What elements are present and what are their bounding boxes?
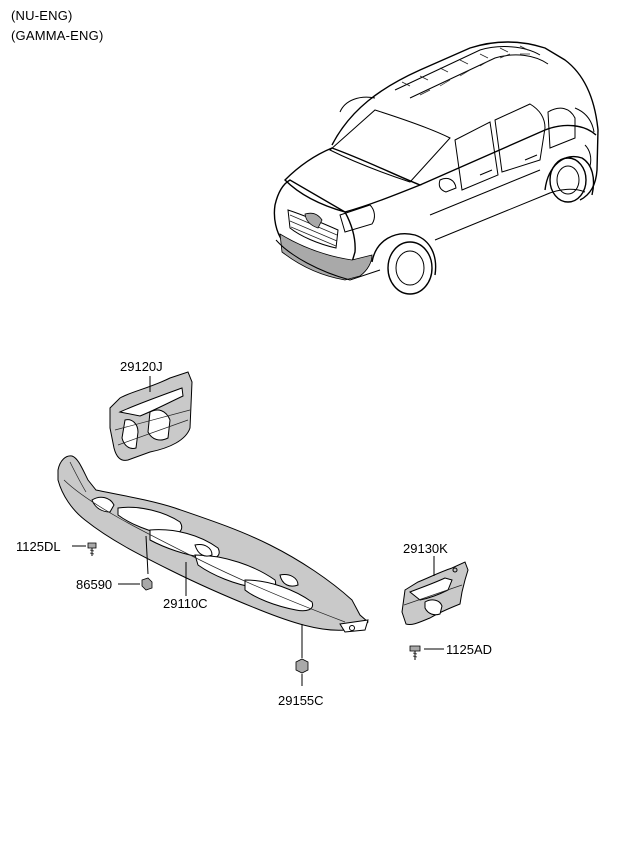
bolt-1125dl (87, 542, 97, 556)
leader-lines (72, 376, 444, 686)
vehicle-illustration (273, 41, 599, 295)
part-label-29120j: 29120J (120, 359, 163, 374)
part-29130k-shape (401, 561, 469, 625)
part-29110c-shape (57, 455, 369, 633)
bolt-1125ad (409, 645, 421, 660)
part-label-86590: 86590 (76, 577, 112, 592)
part-label-1125dl: 1125DL (16, 539, 61, 554)
part-label-29110c: 29110C (163, 596, 208, 611)
part-label-29130k: 29130K (403, 541, 448, 556)
nut-86590 (141, 577, 153, 591)
nut-29155c (295, 658, 309, 674)
engine-label-nu: (NU-ENG) (11, 8, 73, 23)
part-label-1125ad: 1125AD (446, 642, 492, 657)
part-label-29155c: 29155C (278, 693, 324, 708)
part-29120j-shape (109, 371, 193, 461)
engine-label-gamma: (GAMMA-ENG) (11, 28, 104, 43)
